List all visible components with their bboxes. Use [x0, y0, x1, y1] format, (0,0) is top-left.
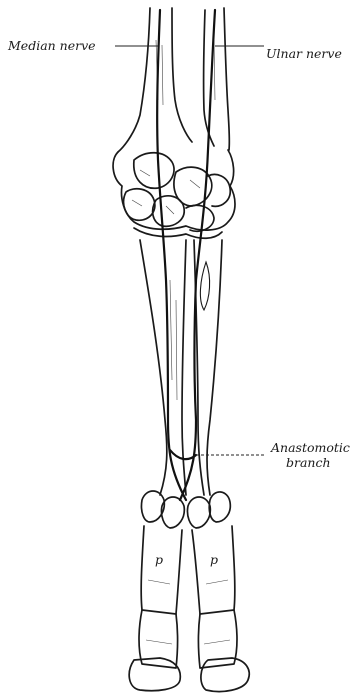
- phalanges: [139, 526, 237, 668]
- radius-ulna-shafts: [118, 8, 229, 152]
- hoof-bones: [129, 658, 249, 692]
- ulnar-nerve-label: Ulnar nerve: [266, 46, 342, 61]
- carpal-bones: [113, 150, 235, 238]
- median-nerve-label: Median nerve: [7, 38, 96, 53]
- anastomotic-label-line1: Anastomotic: [270, 440, 350, 455]
- phalanx-label-left: p: [155, 552, 163, 567]
- sesamoid-bones: [141, 491, 230, 528]
- phalanx-label-right: p: [210, 552, 218, 567]
- anastomotic-label-line2: branch: [286, 455, 331, 470]
- metacarpal-bones: [140, 240, 222, 495]
